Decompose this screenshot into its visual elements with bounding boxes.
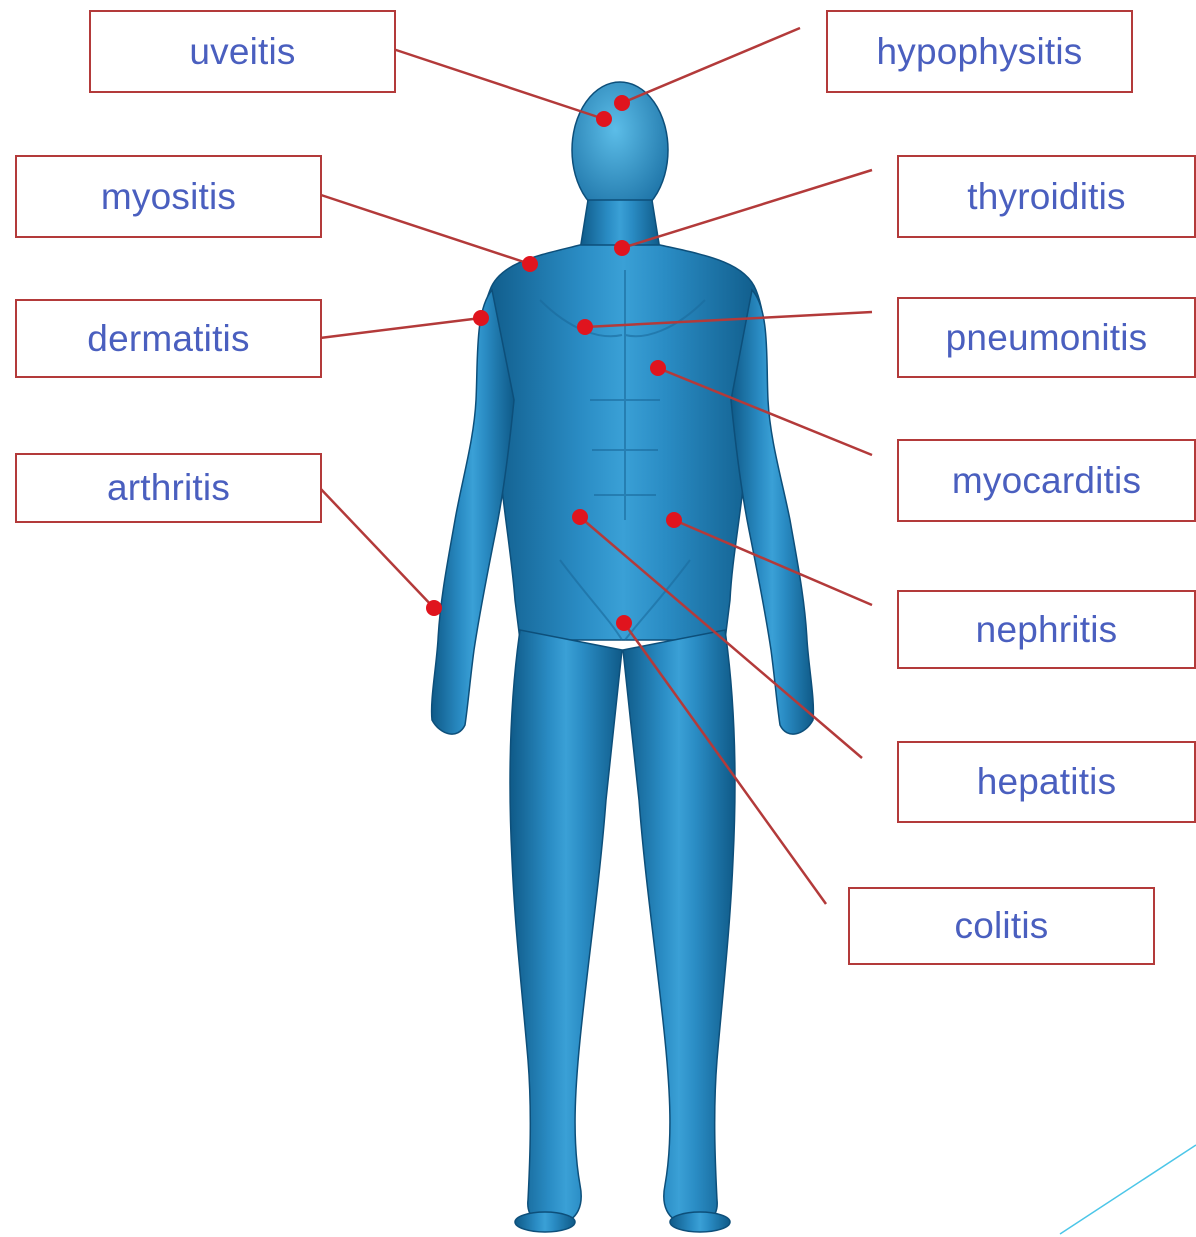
label-uveitis-text: uveitis bbox=[189, 31, 295, 73]
label-myocarditis-text: myocarditis bbox=[952, 460, 1141, 502]
marker-colon bbox=[616, 615, 632, 631]
right-arm bbox=[731, 290, 813, 734]
marker-kidney bbox=[666, 512, 682, 528]
label-arthritis-text: arthritis bbox=[107, 467, 230, 509]
label-myositis-text: myositis bbox=[101, 176, 236, 218]
label-uveitis: uveitis bbox=[89, 10, 396, 93]
label-thyroiditis: thyroiditis bbox=[897, 155, 1196, 238]
left-foot bbox=[515, 1212, 575, 1232]
torso bbox=[482, 245, 764, 640]
marker-heart bbox=[650, 360, 666, 376]
label-hepatitis-text: hepatitis bbox=[977, 761, 1117, 803]
marker-skin bbox=[473, 310, 489, 326]
leader-hypophysitis bbox=[622, 28, 800, 103]
leader-dermatitis bbox=[320, 318, 481, 338]
left-arm bbox=[432, 290, 514, 734]
label-nephritis-text: nephritis bbox=[976, 609, 1118, 651]
label-hypophysitis-text: hypophysitis bbox=[876, 31, 1082, 73]
leader-arthritis bbox=[318, 486, 434, 608]
label-colitis: colitis bbox=[848, 887, 1155, 965]
leader-myositis bbox=[318, 194, 530, 264]
label-dermatitis-text: dermatitis bbox=[87, 318, 249, 360]
marker-eye bbox=[596, 111, 612, 127]
right-foot bbox=[670, 1212, 730, 1232]
marker-shoulder-muscle bbox=[522, 256, 538, 272]
label-pneumonitis-text: pneumonitis bbox=[946, 317, 1148, 359]
label-hypophysitis: hypophysitis bbox=[826, 10, 1133, 93]
label-myocarditis: myocarditis bbox=[897, 439, 1196, 522]
label-nephritis: nephritis bbox=[897, 590, 1196, 669]
marker-liver bbox=[572, 509, 588, 525]
label-myositis: myositis bbox=[15, 155, 322, 238]
label-arthritis: arthritis bbox=[15, 453, 322, 523]
corner-accent-line bbox=[1060, 1145, 1196, 1234]
marker-thyroid bbox=[614, 240, 630, 256]
label-pneumonitis: pneumonitis bbox=[897, 297, 1196, 378]
label-dermatitis: dermatitis bbox=[15, 299, 322, 378]
leader-uveitis bbox=[390, 48, 604, 119]
left-leg bbox=[510, 630, 622, 1225]
marker-joint bbox=[426, 600, 442, 616]
label-colitis-text: colitis bbox=[955, 905, 1049, 947]
marker-pituitary bbox=[614, 95, 630, 111]
marker-lung bbox=[577, 319, 593, 335]
label-thyroiditis-text: thyroiditis bbox=[967, 176, 1125, 218]
label-hepatitis: hepatitis bbox=[897, 741, 1196, 823]
right-leg bbox=[623, 630, 735, 1225]
